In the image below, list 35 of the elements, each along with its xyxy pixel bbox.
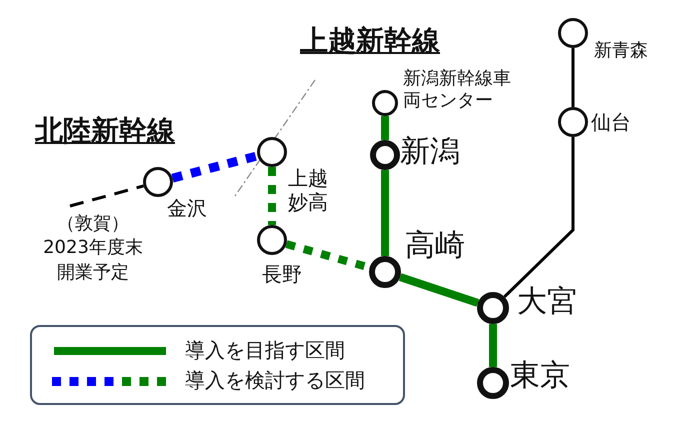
station-label: （敦賀） <box>56 212 130 236</box>
route-line <box>398 273 480 307</box>
route-line <box>572 48 574 107</box>
station-circle <box>477 292 509 324</box>
station-label: 新潟 <box>400 134 460 170</box>
route-line <box>503 137 574 298</box>
station-circle <box>257 225 287 255</box>
station-label: 新潟新幹線車両センター <box>403 68 512 112</box>
route-line <box>489 324 497 367</box>
station-label: 高崎 <box>405 228 465 264</box>
station-label: 仙台 <box>591 110 631 134</box>
station-circle <box>257 137 287 167</box>
legend-text: 導入を目指す区間 <box>185 337 345 364</box>
line-title: 北陸新幹線 <box>35 113 175 149</box>
route-line <box>381 170 389 256</box>
station-label: 東京 <box>510 358 570 394</box>
note-text: 2023年度末開業予定 <box>42 236 144 285</box>
station-circle <box>370 140 400 170</box>
station-circle <box>558 107 588 137</box>
station-circle <box>372 90 398 116</box>
station-circle <box>558 18 588 48</box>
dotted-route-line <box>268 167 276 225</box>
station-label: 上越妙高 <box>288 166 329 214</box>
station-circle <box>477 367 509 399</box>
station-label: 長野 <box>262 262 302 286</box>
station-circle <box>143 167 173 197</box>
legend-text: 導入を検討する区間 <box>185 367 365 394</box>
station-circle <box>369 256 401 288</box>
line-title: 上越新幹線 <box>300 23 440 59</box>
route-line <box>381 116 389 140</box>
station-label: 新青森 <box>594 40 648 62</box>
dotted-route-line <box>70 184 144 208</box>
station-label: 金沢 <box>167 196 207 220</box>
station-label: 大宮 <box>517 284 577 320</box>
dotted-route-line <box>171 151 259 183</box>
